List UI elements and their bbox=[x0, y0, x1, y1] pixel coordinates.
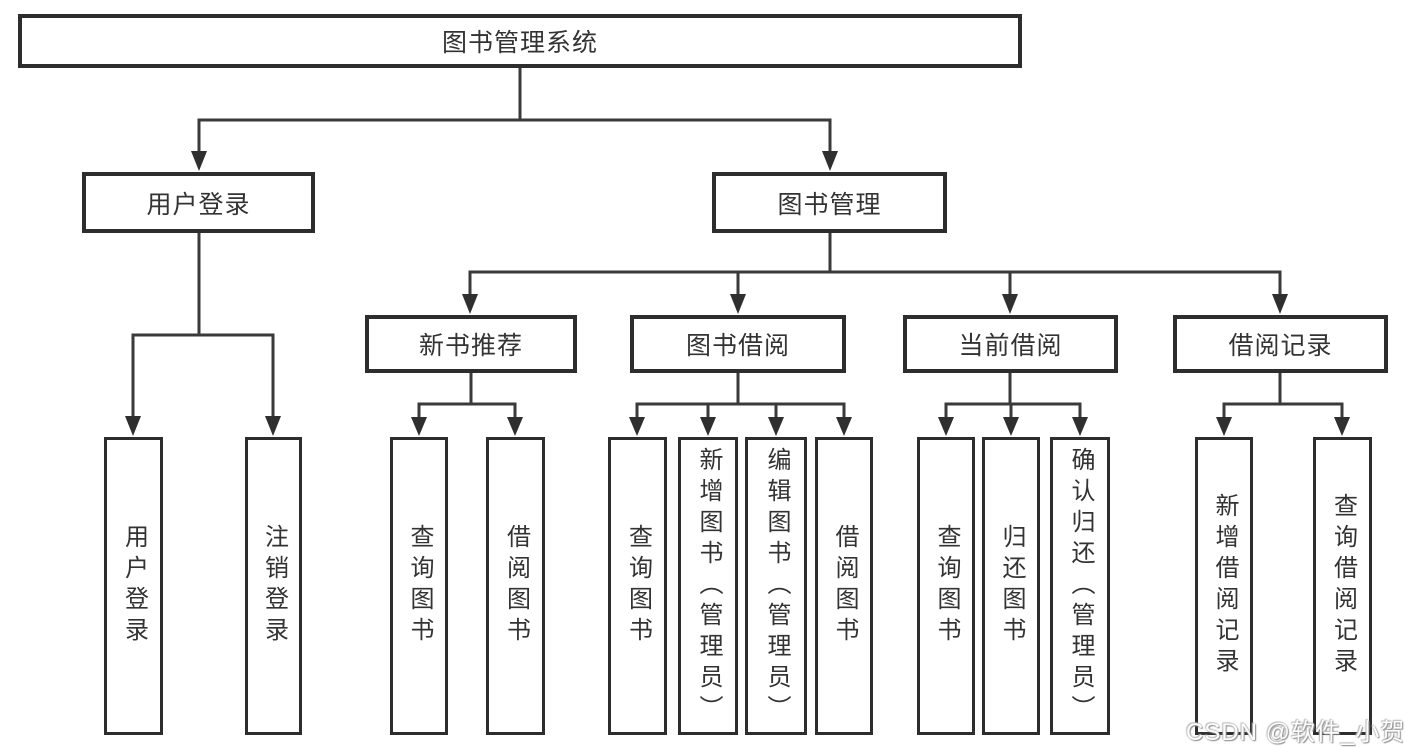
node-book-management-label: 图书管理 bbox=[777, 190, 882, 219]
leaf-logout: 注销登录 bbox=[245, 437, 302, 735]
leaf-newbook-query-books: 查询图书 bbox=[390, 437, 448, 735]
leaf-current-query-books-label: 查询图书 bbox=[933, 524, 960, 648]
leaf-records-add-record-label: 新增借阅记录 bbox=[1211, 493, 1238, 679]
leaf-borrowing-add-book-admin: 新增图书（管理员） bbox=[678, 437, 738, 735]
node-new-book-recommendation: 新书推荐 bbox=[365, 315, 577, 373]
node-borrowing-records: 借阅记录 bbox=[1173, 315, 1388, 373]
leaf-borrowing-borrow-books: 借阅图书 bbox=[815, 437, 873, 735]
csdn-watermark: CSDN @软件_小贺同学 bbox=[1186, 719, 1405, 746]
leaf-borrowing-add-book-admin-label: 新增图书（管理员） bbox=[695, 446, 722, 726]
leaf-records-query-record: 查询借阅记录 bbox=[1313, 437, 1372, 735]
leaf-current-query-books: 查询图书 bbox=[917, 437, 975, 735]
leaf-logout-label: 注销登录 bbox=[260, 524, 288, 648]
node-user-login-label: 用户登录 bbox=[146, 190, 251, 219]
node-root: 图书管理系统 bbox=[18, 14, 1022, 68]
leaf-current-confirm-return-admin: 确认归还（管理员） bbox=[1050, 437, 1110, 735]
leaf-records-query-record-label: 查询借阅记录 bbox=[1329, 493, 1357, 679]
leaf-current-return-books: 归还图书 bbox=[982, 437, 1040, 735]
leaf-newbook-borrow-books-label: 借阅图书 bbox=[502, 524, 530, 648]
node-new-book-recommendation-label: 新书推荐 bbox=[418, 332, 523, 360]
leaf-newbook-borrow-books: 借阅图书 bbox=[486, 437, 545, 735]
leaf-newbook-query-books-label: 查询图书 bbox=[406, 524, 433, 648]
node-current-borrowing: 当前借阅 bbox=[903, 315, 1118, 373]
node-book-management: 图书管理 bbox=[712, 172, 947, 233]
leaf-user-login-label: 用户登录 bbox=[120, 524, 148, 648]
node-user-login: 用户登录 bbox=[82, 172, 315, 233]
leaf-user-login: 用户登录 bbox=[104, 437, 163, 735]
leaf-current-confirm-return-admin-label: 确认归还（管理员） bbox=[1067, 446, 1094, 726]
node-current-borrowing-label: 当前借阅 bbox=[958, 332, 1063, 360]
leaf-borrowing-query-books: 查询图书 bbox=[608, 437, 667, 735]
leaf-records-add-record: 新增借阅记录 bbox=[1195, 437, 1253, 735]
leaf-borrowing-borrow-books-label: 借阅图书 bbox=[831, 524, 858, 648]
leaf-borrowing-query-books-label: 查询图书 bbox=[624, 524, 652, 648]
leaf-borrowing-edit-book-admin: 编辑图书（管理员） bbox=[745, 437, 807, 735]
node-root-label: 图书管理系统 bbox=[441, 29, 598, 57]
node-borrowing-records-label: 借阅记录 bbox=[1228, 332, 1333, 360]
leaf-current-return-books-label: 归还图书 bbox=[998, 524, 1025, 648]
node-book-borrowing-label: 图书借阅 bbox=[685, 332, 790, 360]
leaf-borrowing-edit-book-admin-label: 编辑图书（管理员） bbox=[763, 446, 790, 726]
node-book-borrowing: 图书借阅 bbox=[630, 315, 846, 373]
